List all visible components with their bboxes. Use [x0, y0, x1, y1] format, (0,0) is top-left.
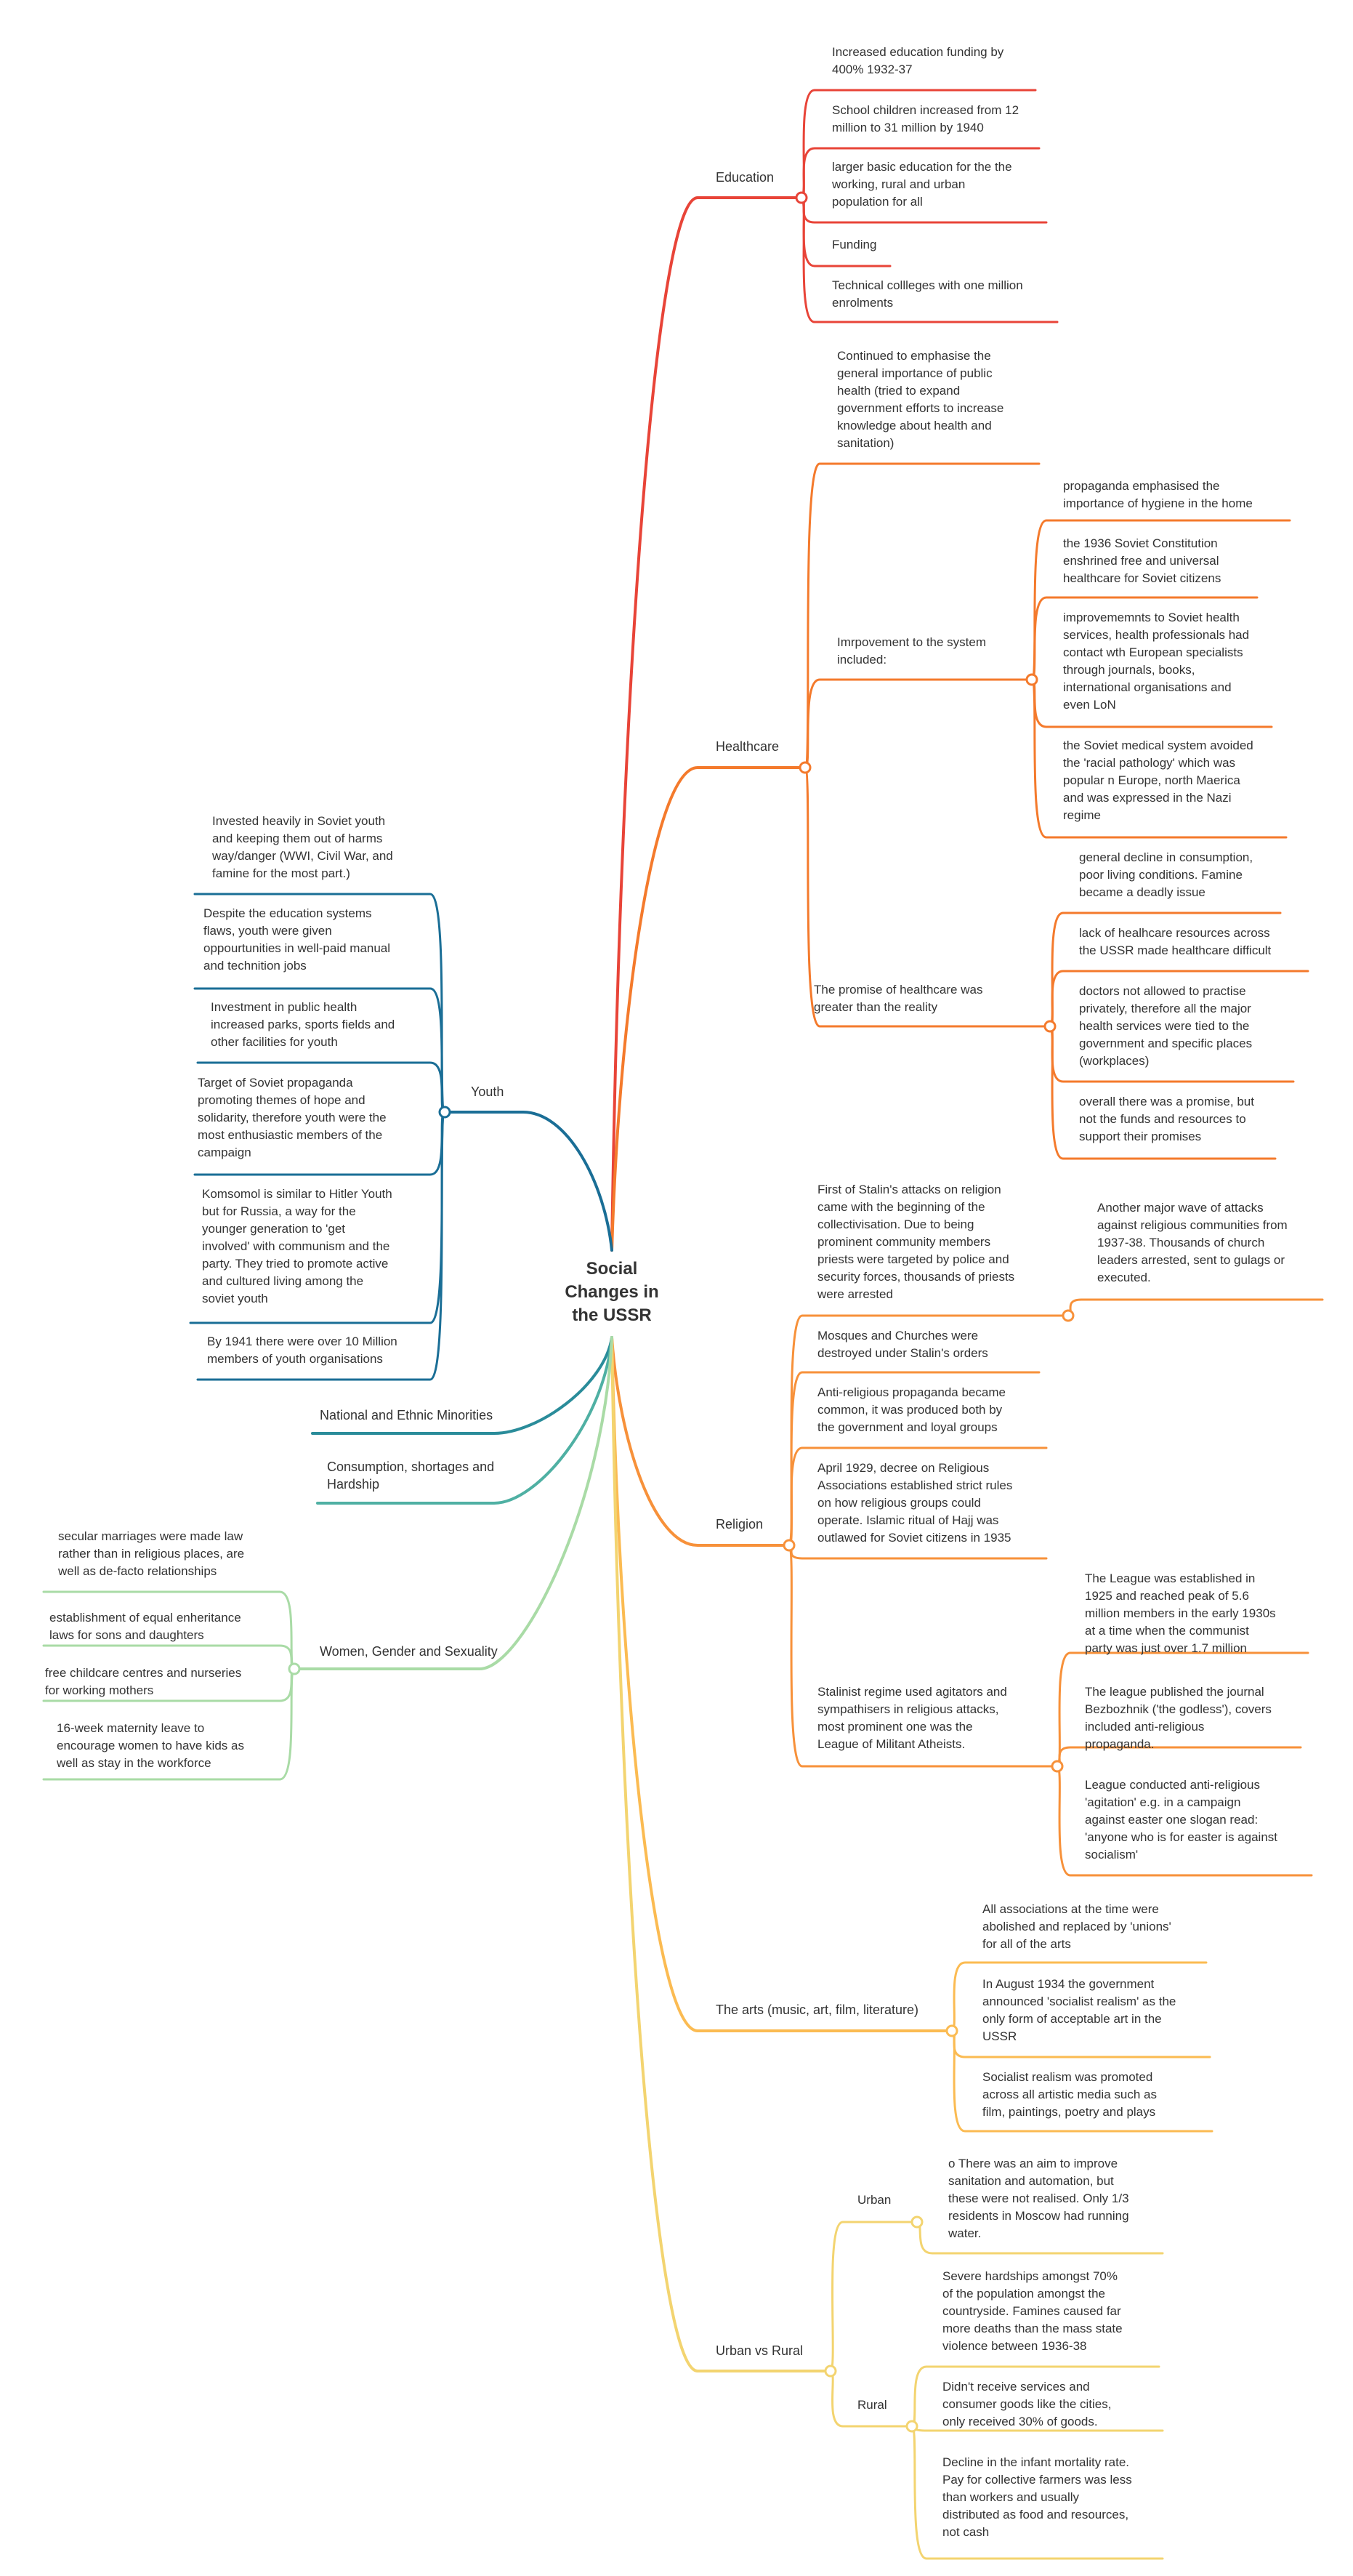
leaf-rural-services[interactable]: Didn't receive services and consumer goo… [942, 2380, 1112, 2428]
subtopic-technical-colleges[interactable]: Technical collleges with one million enr… [832, 278, 1023, 310]
subtopic-funding[interactable]: Funding [832, 238, 877, 251]
subtopic-collectivisation-attacks[interactable]: First of Stalin's attacks on religion ca… [817, 1183, 1015, 1301]
subtopic-1929-decree[interactable]: April 1929, decree on Religious Associat… [817, 1461, 1013, 1545]
edu-hub [795, 191, 808, 204]
leaf-youth-membership[interactable]: By 1941 there were over 10 Million membe… [207, 1335, 397, 1366]
topic-women-gender-sexuality[interactable]: Women, Gender and Sexuality [320, 1644, 498, 1659]
leaf-youth-propaganda[interactable]: Target of Soviet propaganda promoting th… [198, 1076, 387, 1159]
hc-2 [804, 766, 1048, 1028]
subtopic-basic-education[interactable]: larger basic education for the the worki… [832, 160, 1012, 209]
topic-youth[interactable]: Youth [471, 1084, 504, 1099]
hc-hub [799, 761, 812, 774]
subtopic-school-children[interactable]: School children increased from 12 millio… [832, 103, 1019, 134]
hc2-3 [1030, 678, 1288, 839]
topic-national-ethnic-minorities[interactable]: National and Ethnic Minorities [320, 1408, 493, 1422]
hc2-hub [1025, 673, 1038, 686]
subtopic-public-health[interactable]: Continued to emphasise the general impor… [837, 349, 1004, 450]
leaf-urban-sanitation[interactable]: o There was an aim to improve sanitation… [948, 2157, 1129, 2240]
branch-minorities [311, 1336, 613, 1435]
rel1-hub [1062, 1309, 1075, 1322]
branch-urbanrural [610, 1336, 830, 2372]
leaf-health-services[interactable]: improvememnts to Soviet health services,… [1063, 611, 1250, 712]
women-hub [288, 1662, 301, 1675]
topic-urban-vs-rural[interactable]: Urban vs Rural [716, 2343, 804, 2358]
subtopic-urban[interactable]: Urban [857, 2193, 892, 2207]
subtopic-socialist-realism-announced[interactable]: In August 1934 the government announced … [982, 1977, 1176, 2043]
leaf-maternity-leave[interactable]: 16-week maternity leave to encourage wom… [57, 1721, 244, 1770]
subtopic-unions[interactable]: All associations at the time were abolis… [982, 1902, 1171, 1951]
subtopic-league-militant-atheists[interactable]: Stalinist regime used agitators and symp… [817, 1685, 1007, 1751]
rural-2 [910, 2425, 1164, 2560]
leaf-doctors-private[interactable]: doctors not allowed to practise privatel… [1079, 984, 1253, 1068]
topic-healthcare[interactable]: Healthcare [716, 739, 780, 754]
subtopic-anti-religious-propaganda[interactable]: Anti-religious propaganda became common,… [817, 1385, 1006, 1434]
leaf-lack-resources[interactable]: lack of healhcare resources across the U… [1079, 926, 1272, 957]
leaf-komsomol[interactable]: Komsomol is similar to Hitler Youth but … [202, 1187, 392, 1305]
subtopic-education-funding-increase[interactable]: Increased education funding by 400% 1932… [832, 45, 1004, 76]
leaf-decline-consumption[interactable]: general decline in consumption, poor liv… [1079, 850, 1253, 899]
branch-healthcare [610, 766, 804, 1252]
rel-3 [788, 1544, 1048, 1560]
leaf-hygiene-propaganda[interactable]: propaganda emphasised the importance of … [1063, 479, 1253, 510]
leaf-bezbozhnik[interactable]: The league published the journal Bezbozh… [1085, 1685, 1272, 1751]
branch-consumption [316, 1336, 613, 1505]
branch-women [296, 1336, 613, 1670]
leaf-free-childcare[interactable]: free childcare centres and nurseries for… [45, 1666, 242, 1697]
leaf-second-wave[interactable]: Another major wave of attacks against re… [1097, 1201, 1288, 1284]
leaf-infant-mortality[interactable]: Decline in the infant mortality rate. Pa… [942, 2455, 1132, 2539]
topic-consumption-shortages[interactable]: Consumption, shortages and Hardship [327, 1460, 495, 1492]
rel-4 [788, 1544, 1055, 1768]
youth-hub [438, 1106, 451, 1119]
subtopic-mosques-churches[interactable]: Mosques and Churches were destroyed unde… [817, 1329, 988, 1360]
branch-youth [448, 1111, 613, 1252]
branch-education [610, 196, 801, 1252]
leaf-overall-promise[interactable]: overall there was a promise, but not the… [1079, 1095, 1254, 1143]
leaf-youth-jobs[interactable]: Despite the education systems flaws, you… [203, 906, 391, 973]
leaf-easter-campaign[interactable]: League conducted anti-religious 'agitati… [1085, 1778, 1278, 1861]
leaf-youth-invested[interactable]: Invested heavily in Soviet youth and kee… [212, 814, 393, 880]
subtopic-rural[interactable]: Rural [857, 2398, 887, 2412]
urban-hub [910, 2215, 924, 2229]
ur-hub [824, 2364, 837, 2378]
leaf-1936-constitution[interactable]: the 1936 Soviet Constitution enshrined f… [1063, 536, 1221, 585]
topic-arts[interactable]: The arts (music, art, film, literature) [716, 2003, 919, 2017]
rel5-hub [1051, 1760, 1064, 1773]
subtopic-healthcare-promise[interactable]: The promise of healthcare was greater th… [814, 983, 983, 1014]
topic-religion[interactable]: Religion [716, 1517, 764, 1531]
hc-0 [804, 462, 1041, 769]
ur-0 [829, 2221, 916, 2372]
rel-hub [783, 1539, 796, 1552]
rural-hub [905, 2420, 918, 2433]
hc3-3 [1049, 1025, 1277, 1160]
subtopic-system-improvement[interactable]: Imrpovement to the system included: [837, 635, 987, 667]
subtopic-socialist-realism-promoted[interactable]: Socialist realism was promoted across al… [982, 2070, 1157, 2119]
leaf-secular-marriages[interactable]: secular marriages were made law rather t… [58, 1529, 245, 1578]
hc-1 [804, 678, 1030, 769]
edu-4 [800, 196, 1059, 323]
leaf-equal-inheritance[interactable]: establishment of equal enheritance laws … [49, 1611, 241, 1642]
leaf-league-established[interactable]: The League was established in 1925 and r… [1085, 1571, 1276, 1655]
branch-religion [610, 1336, 786, 1547]
leaf-racial-pathology[interactable]: the Soviet medical system avoided the 'r… [1063, 738, 1253, 822]
rel1-0 [1067, 1298, 1324, 1317]
topic-education[interactable]: Education [716, 170, 775, 185]
arts-hub [945, 2024, 958, 2037]
youth-5 [196, 1111, 446, 1381]
branch-arts [610, 1336, 950, 2032]
central-topic[interactable]: Social Changes in the USSR [565, 1259, 659, 1325]
leaf-rural-hardships[interactable]: Severe hardships amongst 70% of the popu… [942, 2269, 1123, 2353]
leaf-youth-parks[interactable]: Investment in public health increased pa… [211, 1000, 395, 1049]
hc3-hub [1043, 1020, 1057, 1033]
